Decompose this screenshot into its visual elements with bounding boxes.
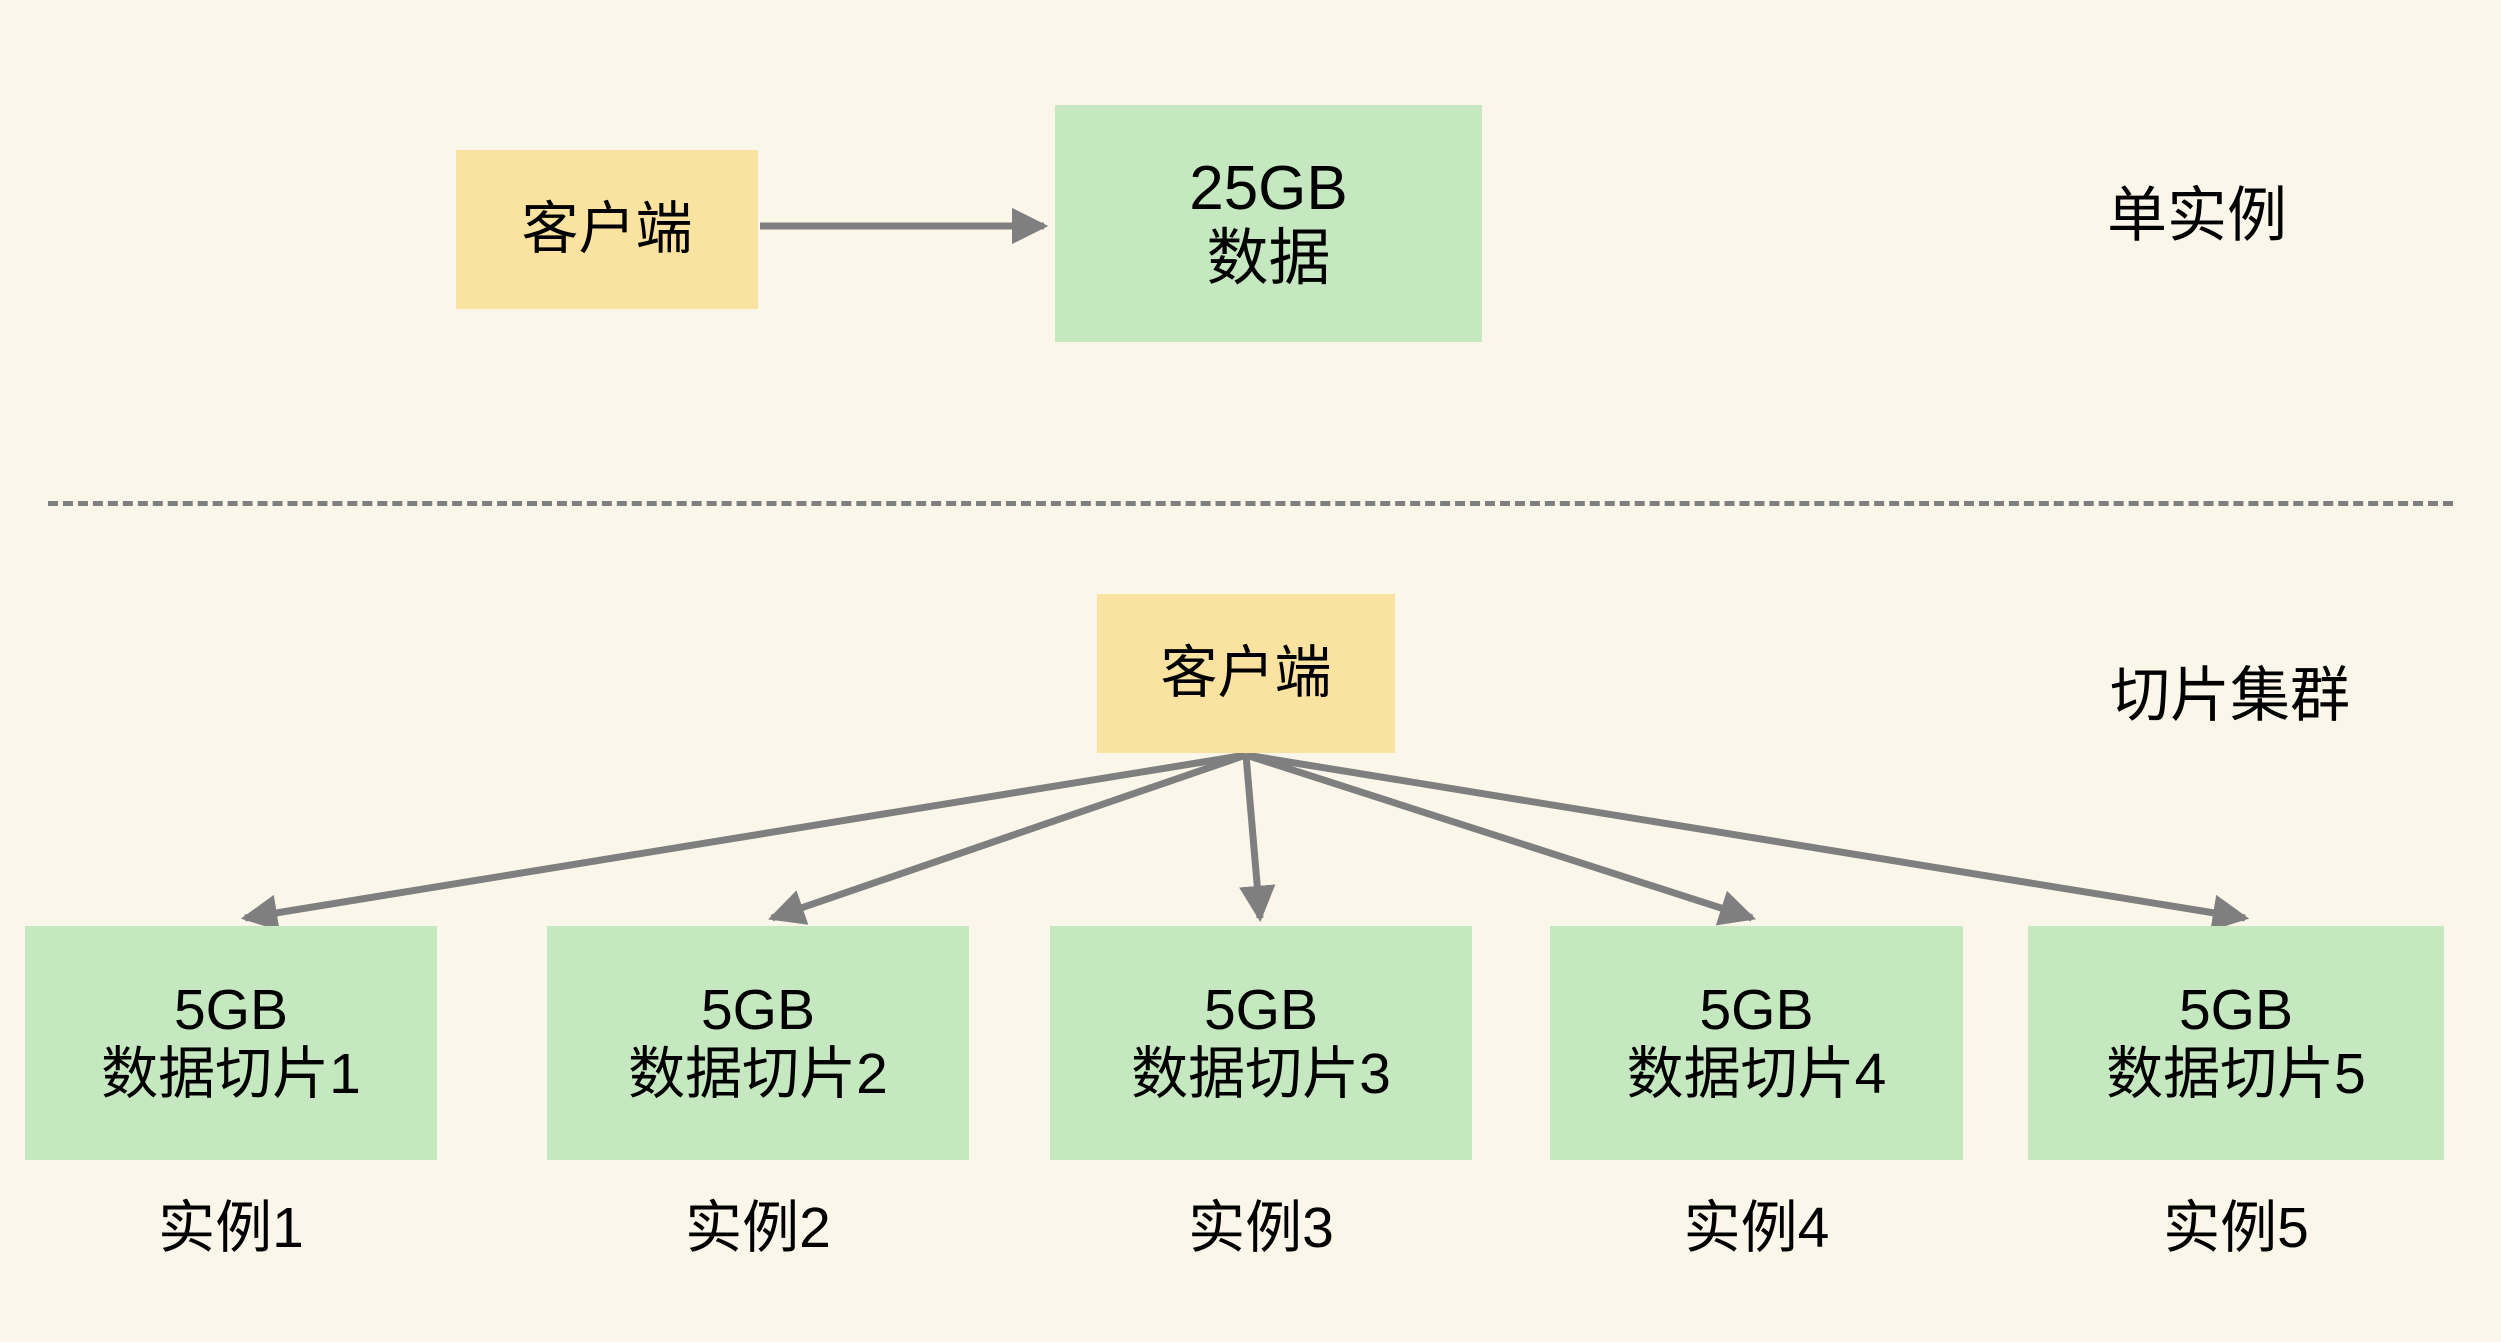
shard-name-label: 数据切片1: [101, 1042, 361, 1106]
shard-size-label: 5GB: [700, 978, 816, 1043]
shard-node-3[interactable]: 5GB 数据切片3: [1050, 926, 1472, 1160]
shard-name-label: 数据切片4: [1626, 1042, 1887, 1106]
arrow-client-to-shard-2: [768, 751, 1248, 925]
instance-label-5: 实例5: [2163, 1196, 2309, 1260]
arrow-client-to-shard-1: [240, 751, 1247, 931]
instance-label-3: 实例3: [1188, 1196, 1334, 1260]
data-node-25gb[interactable]: 25GB 数据: [1055, 105, 1482, 342]
shard-name-label: 数据切片3: [1131, 1042, 1391, 1106]
client-label: 客户端: [1160, 640, 1332, 705]
shard-node-2[interactable]: 5GB 数据切片2: [547, 926, 969, 1160]
data-name-label: 数据: [1206, 223, 1331, 293]
client-node-sharded-cluster[interactable]: 客户端: [1097, 594, 1395, 753]
section-label-shard-cluster: 切片集群: [2110, 662, 2350, 729]
shard-size-label: 5GB: [2178, 978, 2294, 1043]
shard-size-label: 5GB: [173, 978, 289, 1043]
section-label-single-instance: 单实例: [2107, 182, 2287, 249]
shard-name-label: 数据切片5: [2106, 1042, 2366, 1106]
data-size-label: 25GB: [1189, 154, 1348, 224]
shard-node-1[interactable]: 5GB 数据切片1: [25, 926, 437, 1160]
arrow-client-to-shard-3: [1239, 754, 1276, 923]
shard-size-label: 5GB: [1203, 978, 1319, 1043]
instance-label-1: 实例1: [158, 1196, 304, 1260]
client-label: 客户端: [521, 196, 693, 261]
section-divider: [48, 501, 2453, 506]
shard-node-4[interactable]: 5GB 数据切片4: [1550, 926, 1963, 1160]
shard-name-label: 数据切片2: [628, 1042, 888, 1106]
client-node-single-instance[interactable]: 客户端: [456, 150, 758, 309]
arrow-client-to-shard-5: [1245, 751, 2250, 931]
instance-label-4: 实例4: [1683, 1196, 1830, 1260]
arrow-client-to-shard-4: [1244, 751, 1756, 926]
shard-node-5[interactable]: 5GB 数据切片5: [2028, 926, 2444, 1160]
shard-size-label: 5GB: [1699, 978, 1814, 1043]
instance-label-2: 实例2: [685, 1196, 831, 1260]
